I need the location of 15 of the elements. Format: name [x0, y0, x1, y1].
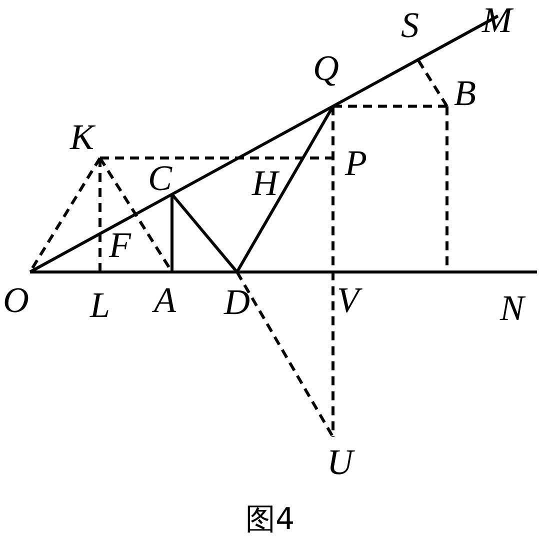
point-label: A [154, 282, 176, 318]
point-label: Q [313, 50, 339, 86]
figure-caption: 图4 [245, 505, 295, 535]
point-label: H [252, 165, 278, 201]
point-label: N [500, 290, 524, 326]
point-label: D [224, 284, 250, 320]
point-label: U [327, 444, 353, 480]
point-label: P [345, 145, 367, 181]
point-label: S [401, 7, 419, 43]
point-label: B [454, 75, 476, 111]
point-label: F [109, 227, 131, 263]
point-label: O [3, 282, 29, 318]
point-label: K [70, 119, 94, 155]
point-label: C [148, 160, 172, 196]
point-label: L [90, 287, 110, 323]
